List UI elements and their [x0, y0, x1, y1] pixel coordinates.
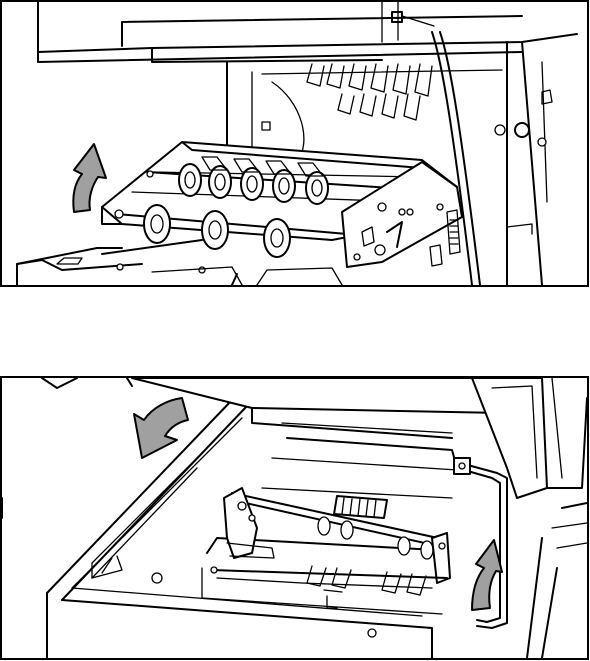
inner-back-wall	[227, 62, 502, 162]
lower-chassis	[17, 240, 342, 285]
roller-unit	[102, 142, 462, 267]
right-knob	[515, 123, 529, 137]
screw-left	[152, 573, 162, 583]
paper-guide-ribs	[307, 566, 426, 608]
outer-body	[2, 378, 432, 658]
upper-cover	[38, 2, 577, 62]
cover-close-drawing	[2, 378, 587, 658]
screw-right	[368, 629, 376, 637]
bottom-illustration-panel	[0, 376, 589, 660]
raise-up-arrow-icon	[472, 540, 502, 610]
roller-unit-installed	[211, 488, 450, 583]
lift-up-arrow-icon	[73, 144, 106, 212]
top-illustration-panel	[0, 0, 589, 287]
open-cover	[132, 378, 587, 658]
roller-unit-lift-drawing	[2, 2, 587, 285]
close-down-arrow-icon	[134, 398, 188, 458]
